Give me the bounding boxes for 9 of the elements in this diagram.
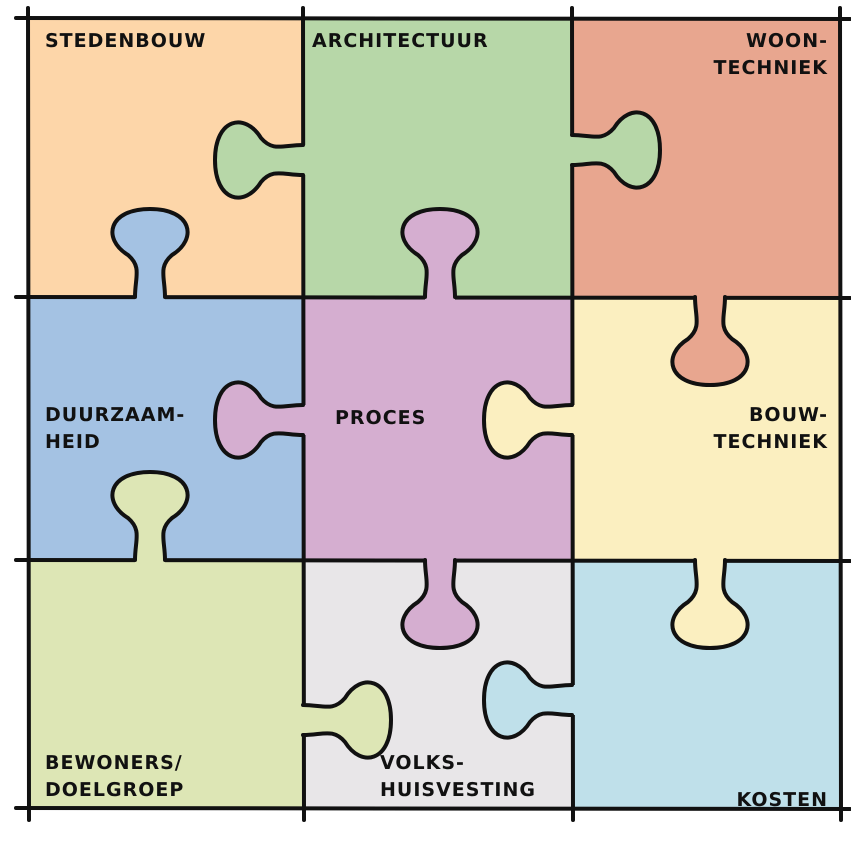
piece-label: BOUW- TECHNIEK	[712, 403, 828, 455]
piece-label: DUURZAAM- HEID	[45, 403, 186, 455]
piece-label: STEDENBOUW	[45, 29, 206, 54]
piece-label: BEWONERS/ DOELGROEP	[45, 751, 186, 803]
piece-label: ARCHITECTUUR	[312, 29, 489, 54]
piece-label: KOSTEN	[736, 788, 828, 813]
piece-label: WOON- TECHNIEK	[712, 29, 828, 81]
piece-label: VOLKS- HUISVESTING	[380, 751, 537, 803]
piece-label: PROCES	[335, 406, 426, 431]
